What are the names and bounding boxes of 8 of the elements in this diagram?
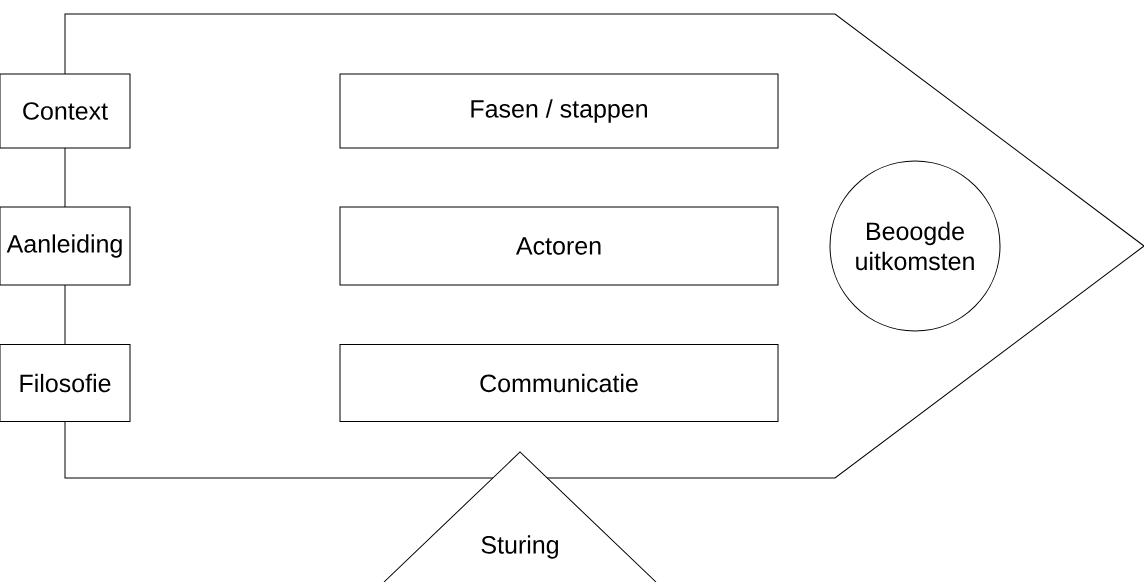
label-box: Fasen / stappen xyxy=(339,73,779,149)
label-box: Aanleiding xyxy=(0,206,131,286)
label-box: Communicatie xyxy=(339,344,779,422)
steering-triangle: Sturing xyxy=(383,451,657,582)
label-box: Context xyxy=(0,73,131,149)
node-label: Sturing xyxy=(481,535,558,559)
label-box: Actoren xyxy=(339,206,779,286)
label-box: Filosofie xyxy=(0,344,131,422)
